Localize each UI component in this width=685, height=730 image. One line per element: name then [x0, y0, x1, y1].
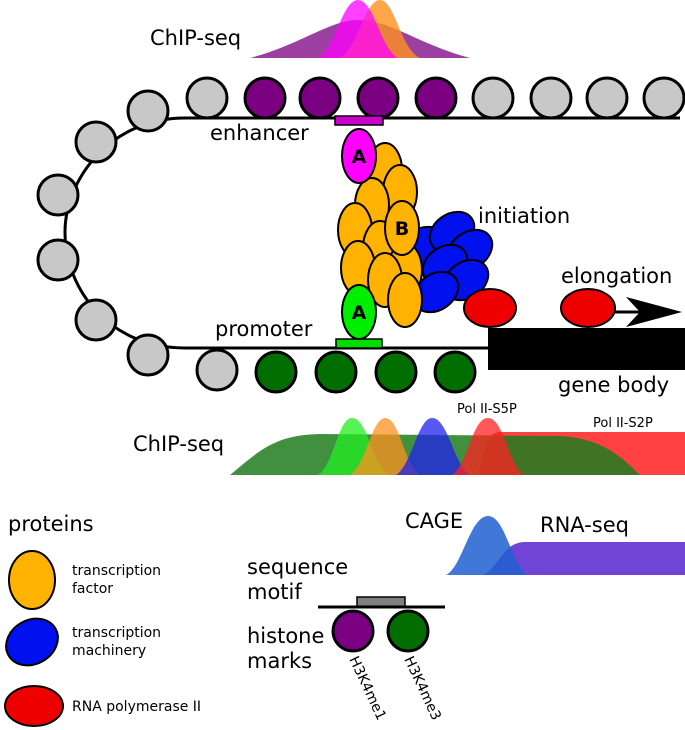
expression-tracks: [446, 516, 685, 575]
h3k4me3-label: H3K4me3: [400, 654, 444, 723]
legend-tf-label-line2: factor: [72, 581, 113, 597]
upper-nucleosomes: [185, 76, 685, 120]
histone-marks-label-line1: histone: [247, 624, 324, 648]
loop-nucleosomes: [36, 89, 170, 377]
legend-machinery-label-line2: machinery: [72, 643, 146, 659]
lower-nucleosomes: [195, 348, 477, 394]
initiation-label: initiation: [478, 204, 570, 228]
legend-tf-label-line1: transcription: [72, 563, 161, 579]
h3k4me1-label: H3K4me1: [345, 654, 389, 723]
tf-a-promoter-label: A: [352, 302, 367, 324]
nucleosome-h3k4me3: [433, 350, 477, 394]
top-chipseq-label: ChIP-seq: [150, 26, 241, 50]
sequence-motif-label-line2: motif: [247, 580, 302, 604]
tf-orange-chipseq-peak: [350, 418, 420, 475]
nucleosome-h3k4me3: [374, 350, 418, 394]
legend-pol2-swatch: [4, 685, 64, 727]
nucleosome: [74, 298, 118, 342]
bottom-chipseq-label: ChIP-seq: [133, 432, 224, 456]
nucleosome: [529, 76, 573, 120]
cage-peak: [446, 516, 528, 575]
h3k4me3-swatch: [386, 609, 430, 653]
tf-b-label: B: [395, 218, 409, 240]
legend-tf-swatch: [8, 550, 56, 610]
histone-marks-label-line2: marks: [247, 649, 312, 673]
legend-machinery-label-line1: transcription: [72, 625, 161, 641]
gene-body-block: [488, 328, 685, 370]
machinery-blue-chipseq-peak: [396, 418, 470, 475]
rna-seq-label: RNA-seq: [540, 513, 629, 537]
pol2-s5p-chipseq-peak: [452, 418, 524, 475]
nucleosome-h3k4me1: [298, 76, 342, 120]
dna-loop-line: [63, 116, 680, 350]
nucleosome: [195, 348, 239, 392]
legend: proteins transcription factor transcript…: [4, 512, 201, 727]
elongation-label: elongation: [561, 264, 672, 288]
top-chipseq-magenta-peak: [318, 0, 398, 58]
promoter-label: promoter: [215, 317, 313, 341]
nucleosome: [471, 76, 515, 120]
bottom-chipseq-tracks: [230, 418, 685, 475]
tf-a-enhancer-label: A: [352, 146, 367, 168]
tf-b-ellipse: [384, 200, 420, 256]
legend-machinery-swatch: [5, 617, 59, 667]
nucleosome-h3k4me1: [414, 76, 458, 120]
nucleosome-h3k4me1: [356, 76, 400, 120]
nucleosome: [74, 120, 118, 164]
rna-seq-track: [482, 542, 685, 575]
nucleosome-h3k4me3: [314, 350, 358, 394]
nucleosome-h3k4me1: [243, 76, 287, 120]
motif-histone-legend: sequence motif histone marks H3K4me1 H3K…: [247, 555, 445, 723]
pol2-s5p-label: Pol II-S5P: [457, 402, 517, 417]
nucleosome-h3k4me3: [254, 350, 298, 394]
legend-pol2-label: RNA polymerase II: [72, 699, 201, 715]
nucleosome: [185, 76, 229, 120]
nucleosome: [585, 76, 629, 120]
nucleosome: [642, 76, 685, 120]
nucleosome: [126, 89, 170, 133]
cage-label: CAGE: [405, 509, 463, 533]
nucleosome: [36, 173, 80, 217]
enhancer-motif: [334, 115, 384, 126]
pol2-elongation: [560, 288, 616, 328]
promoter-motif: [335, 338, 383, 349]
sequence-motif-label-line1: sequence: [247, 555, 348, 579]
pol2-initiation: [463, 288, 517, 328]
enhancer-label: enhancer: [210, 121, 309, 145]
tf-a-enhancer-ellipse: [341, 128, 377, 184]
elongation-arrow: [614, 297, 682, 327]
legend-title: proteins: [8, 512, 94, 536]
nucleosome: [126, 333, 170, 377]
tf-a-promoter-ellipse: [341, 284, 377, 340]
top-chipseq-peaks: [250, 0, 470, 58]
h3k4me1-swatch: [331, 609, 375, 653]
nucleosome: [36, 238, 80, 282]
pol2-s2p-label: Pol II-S2P: [593, 416, 653, 431]
gene-body-label: gene body: [558, 373, 669, 397]
